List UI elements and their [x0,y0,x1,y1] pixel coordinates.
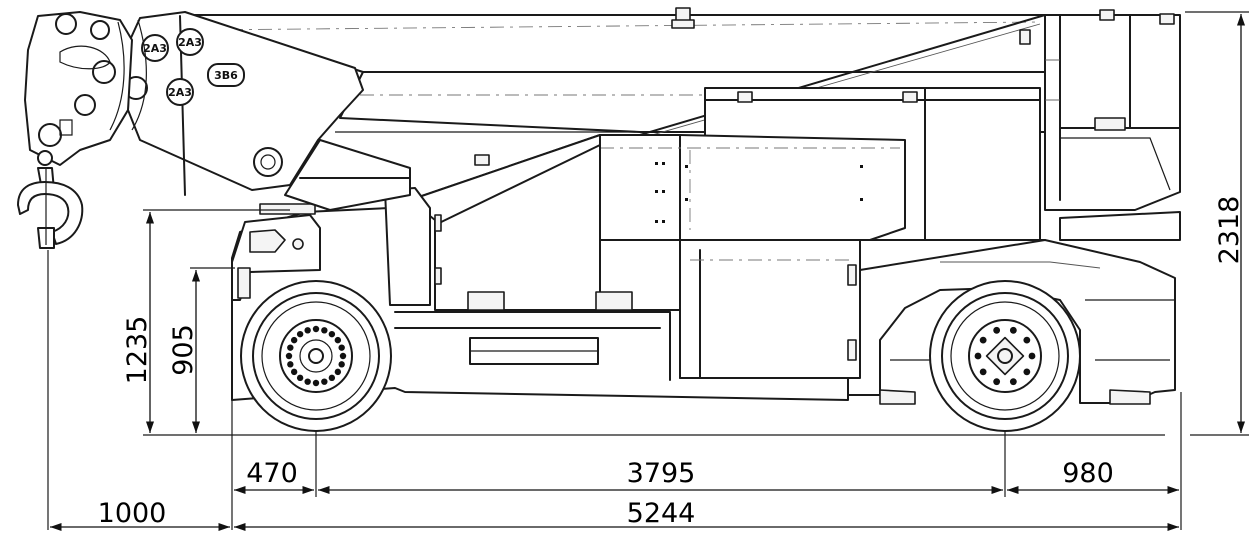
wheel-bolt [287,344,294,351]
badge-small-3-text: 2A3 [168,86,192,99]
wheel-bolt [304,327,311,334]
rear-counterweight [1044,9,1181,211]
dimension-lines [47,11,1249,532]
badge-small-1-text: 2A3 [143,42,167,55]
wheel-bolt [1028,352,1036,360]
engine-housing [599,87,1041,379]
dim-rear-overhang: 980 [1062,458,1114,489]
wheel-bolt [1023,368,1031,376]
wheel-bolt [304,378,311,385]
wheel-bolt [321,327,328,334]
dim-front-overhang: 470 [246,458,298,489]
badge-small-2: 2A3 [176,28,204,56]
dim-height-deck: 905 [168,324,199,376]
badge-large: 3B6 [207,63,245,87]
dim-wheelbase: 3795 [627,458,696,489]
dim-height-platform: 1235 [122,316,153,385]
wheel-bolt [334,368,342,376]
wheel-bolt [328,374,336,382]
badge-small-1: 2A3 [141,34,169,62]
jib-and-hook [17,11,147,249]
badge-small-3: 2A3 [166,78,194,106]
wheel-bolt [993,326,1001,334]
wheel-bolt [993,378,1001,386]
rear-wheel [929,280,1081,432]
wheel-bolt [287,361,294,368]
wheel-bolt [285,352,293,360]
wheel-bolt [312,325,320,333]
wheel-bolt [1009,378,1017,386]
dim-hook-overhang: 1000 [98,498,167,529]
dim-overall-length: 5244 [627,498,696,529]
dim-height-total: 2318 [1214,196,1245,265]
wheel-bolt [1009,326,1017,334]
badge-small-2-text: 2A3 [178,36,202,49]
wheel-bolt [321,378,328,385]
wheel-bolt [290,336,298,344]
wheel-bolt [296,330,304,338]
wheel-bolt [338,344,345,351]
wheel-bolt [312,379,320,387]
wheel-bolt [334,336,342,344]
wheel-bolt [296,374,304,382]
wheel-bolt [328,330,336,338]
wheel-bolt [979,368,987,376]
dimension-labels: 2318 1235 905 470 3795 980 1000 5244 [98,196,1245,529]
wheel-bolt [979,336,987,344]
boom-head: 3B6 2A3 2A3 2A3 [124,11,364,196]
wheel-bolt [338,361,345,368]
wheel-bolt [1023,336,1031,344]
front-wheel [240,280,392,432]
badge-large-text: 3B6 [214,69,238,82]
wheel-bolt [974,352,982,360]
wheel-bolt [339,352,347,360]
wheel-bolt [290,368,298,376]
rear-fender [847,211,1181,405]
